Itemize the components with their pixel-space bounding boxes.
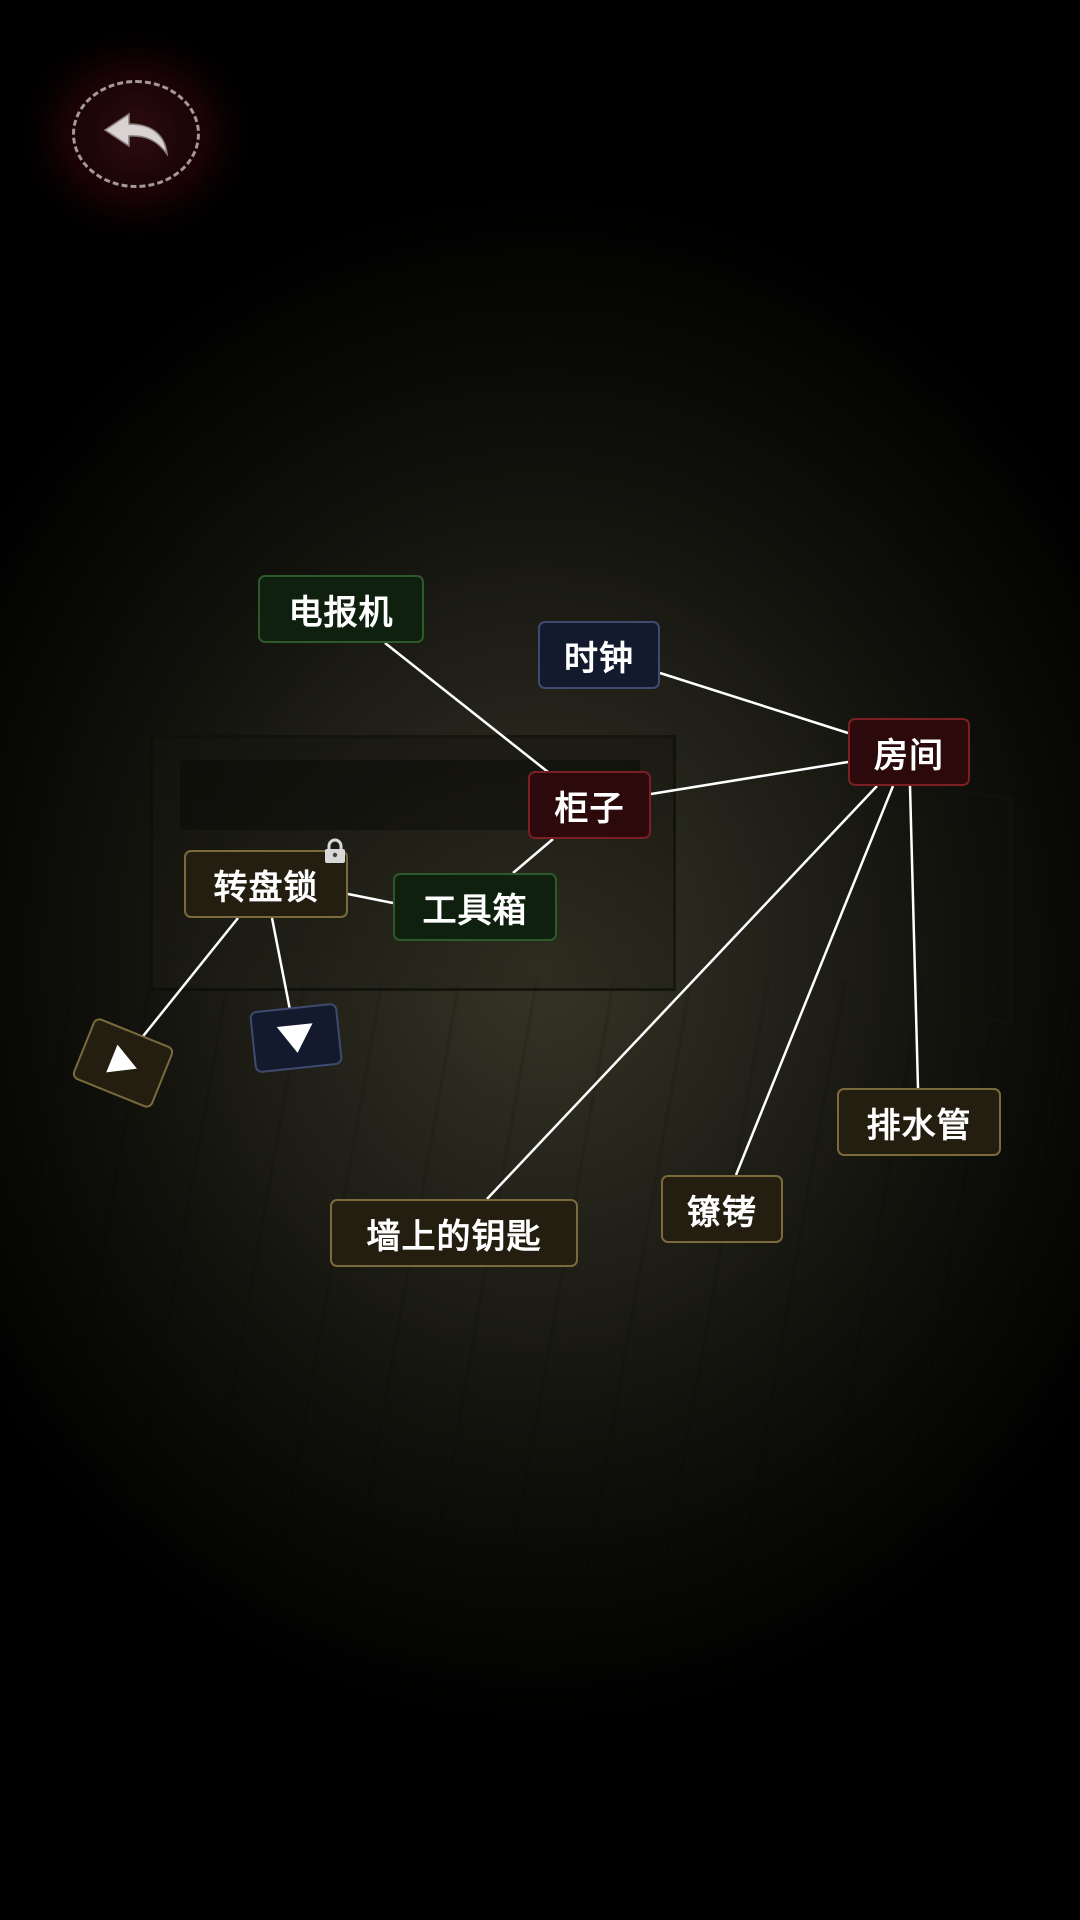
link-telegraph-cabinet [384, 642, 549, 773]
back-arrow-icon [103, 112, 169, 157]
clue-node-room[interactable]: 房间 [848, 718, 970, 786]
link-dial-lock-arrow-down [270, 917, 292, 1011]
expand-down-button[interactable] [249, 1002, 343, 1074]
link-room-drainpipe [908, 785, 920, 1089]
link-toolbox-dial-lock [347, 892, 394, 905]
play-triangle-icon [106, 1044, 137, 1073]
clue-node-telegraph[interactable]: 电报机 [258, 575, 424, 643]
clue-node-cabinet[interactable]: 柜子 [528, 771, 651, 839]
link-cabinet-toolbox [512, 838, 554, 874]
clue-node-label: 电报机 [288, 592, 394, 633]
link-clock-room [659, 671, 849, 735]
lock-icon [325, 838, 345, 863]
back-button[interactable] [72, 80, 200, 188]
clue-node-label: 镣铐 [687, 1192, 757, 1233]
link-room-wall-key [486, 785, 878, 1200]
clue-node-wall-key[interactable]: 墙上的钥匙 [330, 1199, 578, 1267]
down-triangle-icon [276, 1023, 313, 1053]
clue-node-label: 排水管 [866, 1105, 972, 1146]
clue-node-label: 房间 [874, 735, 944, 776]
clue-node-label: 工具箱 [422, 890, 528, 931]
clue-node-label: 柜子 [554, 788, 625, 829]
background-door-frame [915, 783, 1013, 1025]
link-dial-lock-arrow-right [139, 917, 239, 1041]
link-cabinet-room [650, 760, 849, 796]
clue-node-clock[interactable]: 时钟 [538, 621, 660, 689]
expand-right-button[interactable] [70, 1016, 176, 1110]
clue-node-pickaxe[interactable]: 镣铐 [661, 1175, 783, 1243]
clue-node-drainpipe[interactable]: 排水管 [837, 1088, 1001, 1156]
clue-node-toolbox[interactable]: 工具箱 [393, 873, 557, 941]
clue-node-label: 时钟 [564, 638, 634, 679]
clue-node-label: 转盘锁 [213, 867, 319, 908]
clue-node-dial-lock[interactable]: 转盘锁 [184, 850, 348, 918]
clue-node-label: 墙上的钥匙 [366, 1216, 542, 1257]
